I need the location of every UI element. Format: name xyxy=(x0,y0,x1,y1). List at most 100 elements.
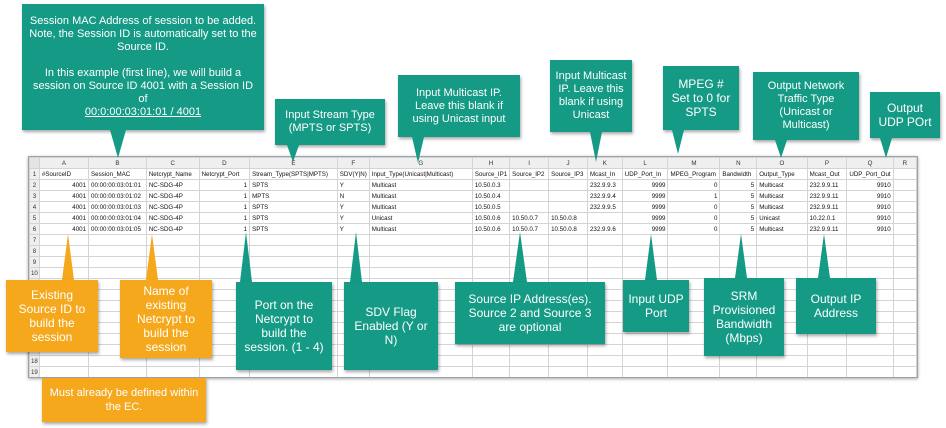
row-header[interactable]: 6 xyxy=(29,223,40,235)
cell-g4[interactable]: Multicast xyxy=(368,201,473,213)
cell-p18[interactable] xyxy=(806,355,848,367)
cell-r5[interactable] xyxy=(892,212,917,224)
cell-e3[interactable]: MPTS xyxy=(249,190,338,202)
cell-c6[interactable]: NC-SDG-4P xyxy=(145,223,200,235)
cell-e1[interactable]: Stream_Type(SPTS|MPTS) xyxy=(249,168,338,180)
column-header-d[interactable]: D xyxy=(198,157,251,169)
row-header[interactable]: 7 xyxy=(29,234,40,246)
cell-l3[interactable]: 9999 xyxy=(621,190,669,202)
cell-l1[interactable]: UDP_Port_In xyxy=(621,168,669,180)
cell-l17[interactable] xyxy=(621,344,669,356)
cell-i18[interactable] xyxy=(509,355,550,367)
cell-a18[interactable] xyxy=(38,355,90,367)
cell-r7[interactable] xyxy=(892,234,917,246)
cell-i17[interactable] xyxy=(509,344,550,356)
cell-m9[interactable] xyxy=(667,256,721,268)
cell-m5[interactable]: 0 xyxy=(667,212,721,224)
cell-m8[interactable] xyxy=(667,245,721,257)
cell-e4[interactable]: SPTS xyxy=(249,201,338,213)
column-header-h[interactable]: H xyxy=(471,157,511,169)
row-header[interactable]: 8 xyxy=(29,245,40,257)
column-header-p[interactable]: P xyxy=(806,157,848,169)
cell-o1[interactable]: Output_Type xyxy=(756,168,808,180)
column-header-f[interactable]: F xyxy=(336,157,370,169)
cell-k20[interactable] xyxy=(587,378,622,379)
cell-r6[interactable] xyxy=(892,223,917,235)
cell-h9[interactable] xyxy=(471,256,511,268)
cell-m1[interactable]: MPEG_Program xyxy=(667,168,721,180)
cell-r12[interactable] xyxy=(892,289,917,301)
cell-h19[interactable] xyxy=(471,366,511,377)
cell-n1[interactable]: Bandwidth xyxy=(719,168,758,180)
cell-p4[interactable]: 232.9.9.11 xyxy=(806,201,848,213)
cell-h2[interactable]: 10.50.0.3 xyxy=(471,179,511,191)
cell-o19[interactable] xyxy=(756,366,808,377)
cell-k19[interactable] xyxy=(586,366,623,377)
cell-r20[interactable] xyxy=(893,378,916,379)
cell-h18[interactable] xyxy=(471,355,511,367)
cell-q2[interactable]: 9910 xyxy=(846,179,894,191)
cell-o2[interactable]: Multicast xyxy=(756,179,808,191)
row-header[interactable]: 19 xyxy=(29,366,40,377)
row-header[interactable]: 4 xyxy=(29,201,40,213)
cell-a2[interactable]: 4001 xyxy=(38,179,90,191)
cell-m7[interactable] xyxy=(667,234,721,246)
cell-a3[interactable]: 4001 xyxy=(38,190,90,202)
cell-h8[interactable] xyxy=(471,245,511,257)
cell-m6[interactable]: 0 xyxy=(667,223,721,235)
cell-f3[interactable]: N xyxy=(336,190,370,202)
cell-k18[interactable] xyxy=(586,355,623,367)
cell-j8[interactable] xyxy=(548,245,588,257)
cell-h3[interactable]: 10.50.0.4 xyxy=(471,190,511,202)
cell-e9[interactable] xyxy=(249,256,338,268)
cell-q1[interactable]: UDP_Port_Out xyxy=(846,168,894,180)
column-header-n[interactable]: N xyxy=(719,157,758,169)
row-header[interactable]: 20 xyxy=(30,378,40,379)
cell-j10[interactable] xyxy=(548,267,588,279)
cell-r8[interactable] xyxy=(892,245,917,257)
row-header[interactable]: 5 xyxy=(29,212,40,224)
cell-l5[interactable]: 9999 xyxy=(621,212,669,224)
cell-g5[interactable]: Unicast xyxy=(368,212,473,224)
cell-n3[interactable]: 5 xyxy=(719,190,758,202)
cell-p1[interactable]: Mcast_Out xyxy=(806,168,848,180)
select-all-corner[interactable] xyxy=(29,157,40,169)
cell-f2[interactable]: Y xyxy=(336,179,370,191)
cell-j1[interactable]: Source_IP3 xyxy=(548,168,588,180)
cell-n19[interactable] xyxy=(719,366,758,377)
cell-c3[interactable]: NC-SDG-4P xyxy=(145,190,200,202)
cell-d1[interactable]: Netcrypt_Port xyxy=(198,168,251,180)
cell-m4[interactable]: 0 xyxy=(667,201,721,213)
cell-r1[interactable] xyxy=(892,168,917,180)
cell-j19[interactable] xyxy=(548,366,588,377)
cell-b4[interactable]: 00:00:00:03:01:03 xyxy=(88,201,147,213)
cell-d4[interactable]: 1 xyxy=(198,201,251,213)
cell-c5[interactable]: NC-SDG-4P xyxy=(145,212,200,224)
cell-l4[interactable]: 9999 xyxy=(621,201,669,213)
cell-r16[interactable] xyxy=(892,333,917,345)
cell-l18[interactable] xyxy=(621,355,669,367)
cell-m3[interactable]: 1 xyxy=(667,190,721,202)
row-header[interactable]: 3 xyxy=(29,190,40,202)
cell-h4[interactable]: 10.50.0.5 xyxy=(471,201,511,213)
cell-a4[interactable]: 4001 xyxy=(38,201,90,213)
cell-b2[interactable]: 00:00:00:03:01:01 xyxy=(88,179,147,191)
cell-g7[interactable] xyxy=(368,234,473,246)
column-header-b[interactable]: B xyxy=(88,157,147,169)
cell-a6[interactable]: 4001 xyxy=(38,223,90,235)
cell-k1[interactable]: Mcast_In xyxy=(586,168,623,180)
cell-j18[interactable] xyxy=(548,355,588,367)
cell-e20[interactable] xyxy=(250,378,338,379)
cell-e7[interactable] xyxy=(249,234,338,246)
cell-r11[interactable] xyxy=(892,278,917,290)
cell-r19[interactable] xyxy=(892,366,917,377)
cell-b6[interactable]: 00:00:00:03:01:05 xyxy=(88,223,147,235)
cell-q17[interactable] xyxy=(846,344,894,356)
cell-i5[interactable]: 10.50.0.7 xyxy=(509,212,550,224)
cell-o4[interactable]: Multicast xyxy=(756,201,808,213)
cell-c1[interactable]: Netcrypt_Name xyxy=(145,168,200,180)
cell-b9[interactable] xyxy=(88,256,147,268)
cell-r13[interactable] xyxy=(892,300,917,312)
cell-n2[interactable]: 5 xyxy=(719,179,758,191)
cell-o3[interactable]: Multicast xyxy=(756,190,808,202)
